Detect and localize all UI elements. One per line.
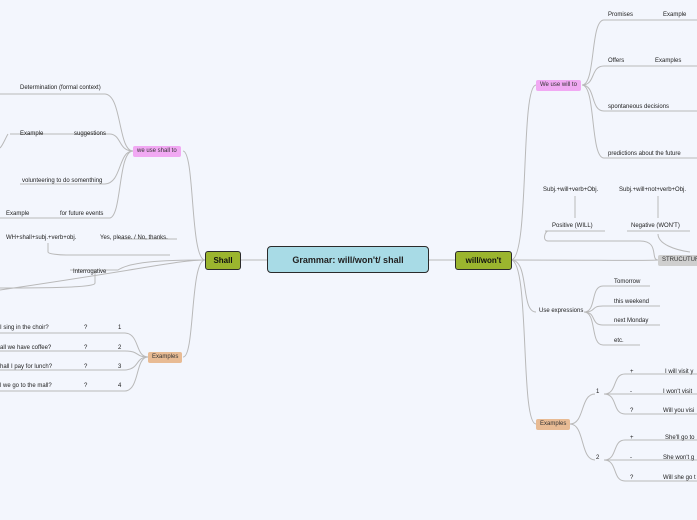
example-2-negative-sign: - <box>630 455 632 461</box>
topic-shall[interactable]: Shall <box>205 251 241 270</box>
node-wh-structure[interactable]: WH+shall+subj.+verb+obj. <box>6 235 77 241</box>
node-determination[interactable]: Determination (formal context) <box>20 85 101 91</box>
subtopic-examples-shall[interactable]: Examples <box>148 352 183 363</box>
example-shall-2-mark: ? <box>84 345 88 351</box>
example-2-question-text[interactable]: Will she go t <box>663 475 696 481</box>
expression-etc[interactable]: etc. <box>614 338 624 344</box>
example-1-question-sign: ? <box>630 408 634 414</box>
node-future-events[interactable]: for future events <box>60 211 104 217</box>
node-promises-example[interactable]: Example <box>663 12 687 18</box>
example-shall-1-num: 1 <box>118 325 122 331</box>
example-shall-3-mark: ? <box>84 364 88 370</box>
example-2-positive-sign: + <box>630 435 634 441</box>
example-shall-2-num: 2 <box>118 345 122 351</box>
node-negative[interactable]: Negative (WON'T) <box>631 223 680 229</box>
node-positive-formula[interactable]: Subj.+will+verb+Obj. <box>543 187 599 193</box>
example-shall-3-text[interactable]: hall I pay for lunch? <box>0 364 53 370</box>
node-offers-examples[interactable]: Examples <box>655 58 682 64</box>
subtopic-examples-will[interactable]: Examples <box>536 419 571 430</box>
expression-next-monday[interactable]: next Monday <box>614 318 649 324</box>
example-shall-1-mark: ? <box>84 325 88 331</box>
subtopic-structure[interactable]: STRUCUTURE <box>658 255 697 266</box>
node-predictions[interactable]: predictions about the future <box>608 151 681 157</box>
node-promises[interactable]: Promises <box>608 12 634 18</box>
node-example-2[interactable]: Example <box>6 211 30 217</box>
node-interrogative[interactable]: Interrogative <box>73 269 107 275</box>
example-shall-2-text[interactable]: all we have coffee? <box>0 345 52 351</box>
node-answer[interactable]: Yes, please. / No, thanks. <box>100 235 168 241</box>
example-1-positive-text[interactable]: I will visit y <box>665 369 694 375</box>
example-shall-1-text[interactable]: I sing in the choir? <box>0 325 49 331</box>
expression-this-weekend[interactable]: this weekend <box>614 299 650 305</box>
example-2-positive-text[interactable]: She'll go to <box>665 435 695 441</box>
node-volunteering[interactable]: volunteering to do somenthing <box>22 178 103 184</box>
example-1-negative-sign: - <box>630 389 632 395</box>
subtopic-we-use-will-to[interactable]: We use will to <box>536 80 581 91</box>
subtopic-use-expressions[interactable]: Use expressions <box>539 308 584 314</box>
expression-tomorrow[interactable]: Tomorrow <box>614 279 641 285</box>
example-shall-4-num: 4 <box>118 383 122 389</box>
example-2-negative-text[interactable]: She won't g <box>663 455 695 461</box>
node-suggestions[interactable]: suggestions <box>74 131 107 137</box>
example-1-negative-text[interactable]: I won't visit <box>663 389 693 395</box>
topic-will-wont[interactable]: will/won't <box>455 251 512 270</box>
central-topic[interactable]: Grammar: will/won't/ shall <box>267 246 429 273</box>
example-2-question-sign: ? <box>630 475 634 481</box>
node-spontaneous[interactable]: spontaneous decisions <box>608 104 670 110</box>
example-shall-4-text[interactable]: l we go to the mall? <box>0 383 52 389</box>
node-positive[interactable]: Positive (WILL) <box>552 223 593 229</box>
example-1-positive-sign: + <box>630 369 634 375</box>
node-negative-formula[interactable]: Subj.+will+not+verb+Obj. <box>619 187 687 193</box>
subtopic-we-use-shall-to[interactable]: we use shall to <box>133 146 181 157</box>
example-group-1-num: 1 <box>596 389 600 395</box>
example-shall-3-num: 3 <box>118 364 122 370</box>
example-shall-4-mark: ? <box>84 383 88 389</box>
node-example[interactable]: Example <box>20 131 44 137</box>
example-group-2-num: 2 <box>596 455 600 461</box>
node-offers[interactable]: Offers <box>608 58 625 64</box>
example-1-question-text[interactable]: Will you visi <box>663 408 695 414</box>
